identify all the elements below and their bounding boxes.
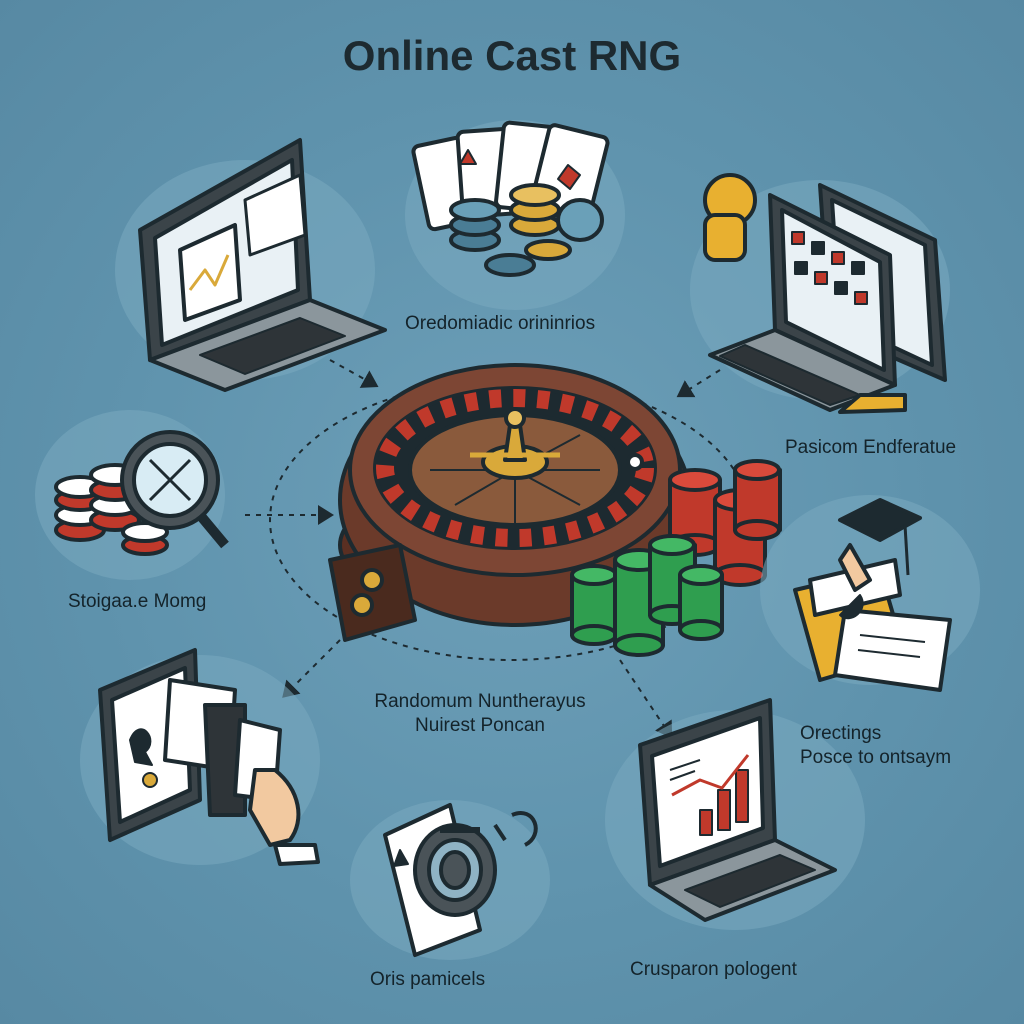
label-right-lower: Orectings Posce to ontsaym bbox=[800, 722, 951, 770]
green-stack-4 bbox=[678, 564, 724, 641]
chip-stack-blue bbox=[449, 198, 501, 252]
arrow-bottom-left bbox=[282, 639, 341, 698]
laptop-chart-icon bbox=[115, 138, 387, 392]
label-right-lower-line2: Posce to ontsaym bbox=[800, 747, 952, 768]
label-center: Randomum Nuntherayus Nuirest Poncan bbox=[350, 690, 610, 738]
diagram-title: Online Cast RNG bbox=[342, 32, 682, 79]
arrow-top-right bbox=[676, 369, 721, 398]
graduation-document-icon bbox=[760, 495, 980, 692]
label-left-middle: Stoigaa.e Momg bbox=[68, 591, 207, 612]
label-center-line2: Nuirest Poncan bbox=[415, 715, 545, 736]
label-right-upper: Pasicom Endferatue bbox=[785, 437, 957, 458]
playing-cards-chips-icon bbox=[405, 120, 625, 310]
label-bottom-center: Oris pamicels bbox=[370, 969, 486, 990]
arrow-top-left bbox=[329, 359, 379, 388]
roulette-wheel-icon bbox=[328, 363, 692, 642]
tablet-cards-icon bbox=[80, 648, 320, 866]
label-bottom-right: Crusparon pologent bbox=[630, 959, 797, 980]
chip-stacks-icon bbox=[570, 459, 782, 657]
chip-stack-gold bbox=[509, 183, 561, 237]
label-center-line1: Randomum Nuntherayus bbox=[374, 691, 586, 712]
label-top: Oredomiadic orininrios bbox=[405, 313, 596, 334]
reel-card-icon bbox=[350, 800, 550, 960]
label-right-lower-line1: Orectings bbox=[800, 723, 882, 744]
red-stack-3 bbox=[733, 459, 782, 541]
magnifier-chips-icon bbox=[35, 410, 229, 580]
arrow-bottom-right bbox=[619, 659, 673, 739]
green-stack-1 bbox=[570, 564, 619, 646]
laptop-slots-icon bbox=[690, 173, 950, 414]
laptop-bar-chart-icon bbox=[605, 698, 865, 930]
